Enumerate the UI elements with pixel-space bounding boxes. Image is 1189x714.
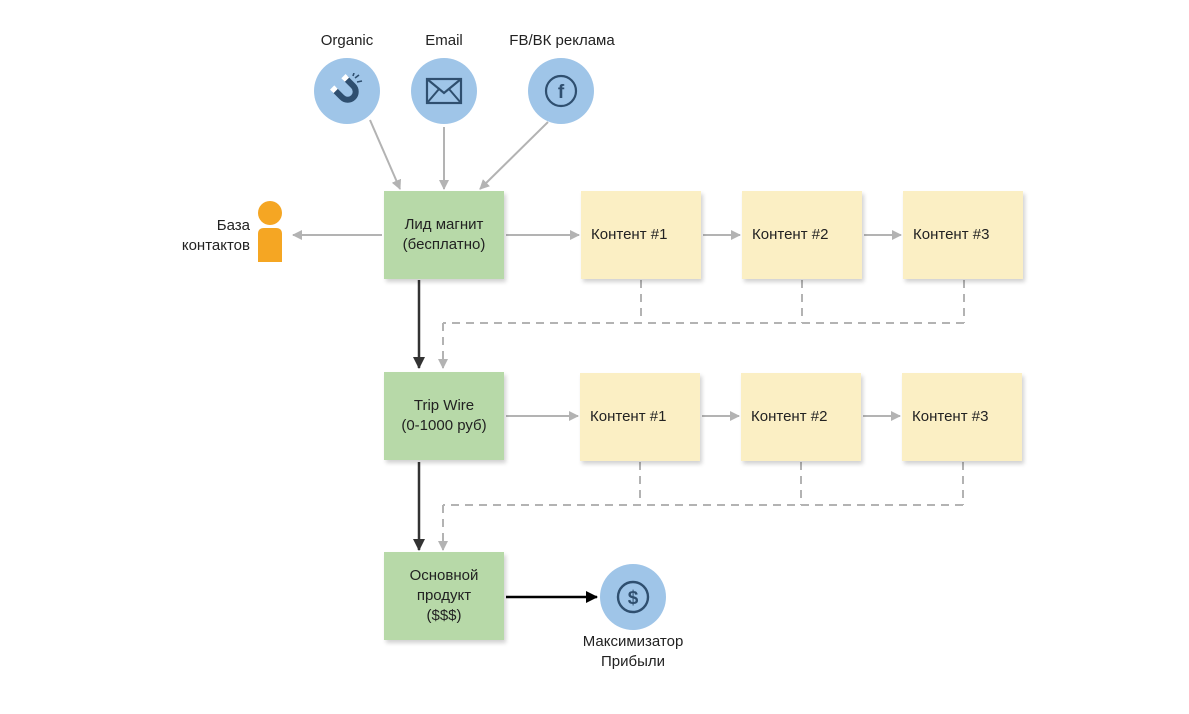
- contacts-label: База контактов: [181, 217, 250, 254]
- content-label: Контент #2: [751, 408, 828, 425]
- content-label: Контент #1: [591, 226, 668, 243]
- svg-text:f: f: [558, 82, 565, 103]
- dashed-return-row2: [438, 462, 964, 551]
- source-organic: [314, 58, 380, 124]
- content-label: Контент #1: [590, 408, 667, 425]
- content-box-row1-3: Контент #3: [903, 191, 1023, 279]
- dashed-return-row1: [438, 280, 965, 369]
- content-box-row2-3: Контент #3: [902, 373, 1022, 461]
- stage-trip-wire: Trip Wire (0-1000 руб): [384, 372, 504, 460]
- arrow-organic-to-lead: [369, 119, 401, 190]
- dollar-icon: $: [616, 580, 650, 614]
- content-label: Контент #3: [912, 408, 989, 425]
- profit-maximizer: $: [600, 564, 666, 630]
- stage-core-product-label: Основной продукт ($$$): [409, 567, 479, 624]
- content-label: Контент #3: [913, 226, 990, 243]
- source-label-fb: FB/ВК реклама: [509, 32, 615, 49]
- stage-core-product: Основной продукт ($$$): [384, 552, 504, 640]
- profit-maximizer-label: Максимизатор Прибыли: [582, 633, 684, 670]
- content-box-row1-1: Контент #1: [581, 191, 701, 279]
- person-icon: [258, 201, 282, 262]
- svg-text:$: $: [628, 588, 639, 609]
- content-box-row1-2: Контент #2: [742, 191, 862, 279]
- content-label: Контент #2: [752, 226, 829, 243]
- facebook-icon: f: [544, 74, 578, 108]
- content-box-row2-2: Контент #2: [741, 373, 861, 461]
- content-box-row2-1: Контент #1: [580, 373, 700, 461]
- source-label-organic: Organic: [320, 32, 374, 49]
- magnet-icon: [330, 73, 363, 103]
- stage-trip-wire-label: Trip Wire (0-1000 руб): [401, 397, 487, 434]
- source-email: [411, 58, 477, 124]
- source-fb: f: [528, 58, 594, 124]
- source-label-email: Email: [425, 32, 463, 49]
- arrow-fb-to-lead: [479, 121, 549, 190]
- stage-lead-magnet-label: Лид магнит (бесплатно): [402, 216, 486, 253]
- stage-lead-magnet: Лид магнит (бесплатно): [384, 191, 504, 279]
- envelope-icon: [425, 77, 463, 105]
